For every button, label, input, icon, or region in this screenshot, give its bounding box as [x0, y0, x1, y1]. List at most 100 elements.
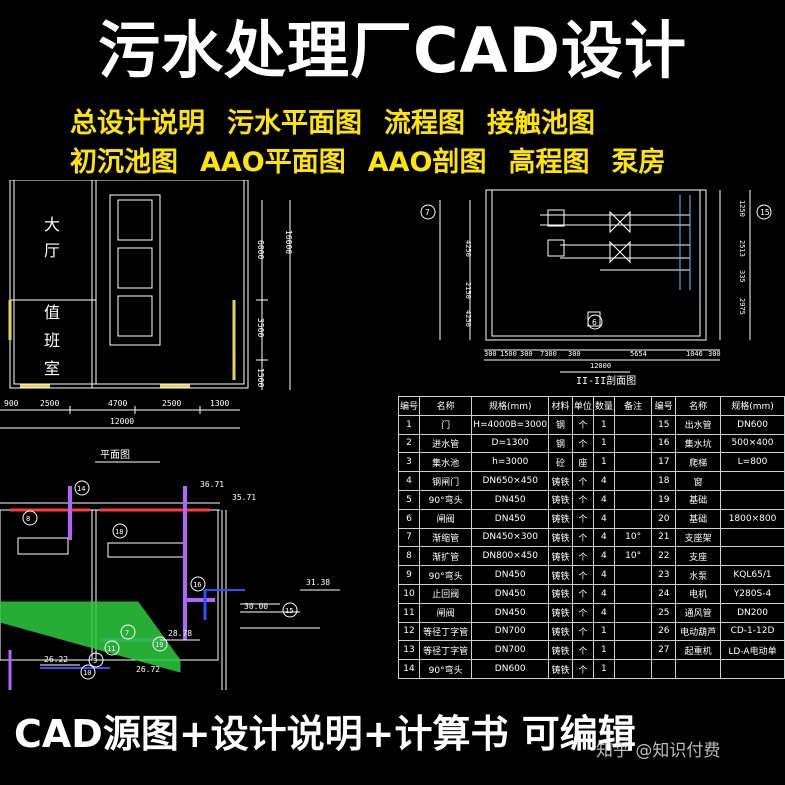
table-cell: 个 — [571, 433, 594, 454]
table-cell: 电动葫芦 — [675, 621, 722, 642]
table-cell: Y280S-4 — [720, 583, 785, 604]
marker-circle — [88, 652, 104, 668]
marker-circle — [756, 204, 772, 220]
marker-circle — [22, 510, 38, 526]
table-cell: 90°弯头 — [419, 659, 473, 679]
table-cell — [720, 471, 785, 491]
table-cell — [613, 583, 653, 604]
profile-marker: 10 — [83, 669, 91, 677]
table-cell: 铸铁 — [548, 565, 573, 585]
table-cell — [720, 489, 785, 510]
table-cell — [613, 659, 653, 679]
table-cell: 闸阀 — [419, 508, 473, 529]
table-cell: 90°弯头 — [419, 565, 473, 585]
section-dim-right: 2975 — [738, 298, 746, 315]
table-cell: 个 — [571, 527, 594, 548]
table-cell: 基础 — [675, 508, 722, 529]
table-header-cell: 名称 — [675, 396, 722, 416]
table-cell: 支座 — [675, 546, 722, 567]
table-cell: 20 — [651, 508, 677, 529]
subtitle-item: AAO平面图 — [200, 147, 346, 178]
section-dim: 300 — [708, 350, 721, 358]
table-cell: DN700 — [471, 621, 550, 642]
table-cell: 铸铁 — [548, 621, 573, 642]
profile-marker: 7 — [125, 629, 129, 637]
table-header-cell: 材料 — [548, 396, 573, 416]
table-cell: 个 — [571, 659, 594, 679]
section-caption: II-II剖面图 — [576, 374, 636, 387]
table-cell: 通风管 — [675, 602, 722, 623]
plan-dim: 2500 — [162, 399, 181, 408]
table-cell: 22 — [651, 546, 677, 567]
table-cell: 闸阀 — [419, 602, 473, 623]
table-cell: 8 — [397, 546, 421, 567]
marker-circle — [120, 624, 136, 640]
cad-drawing-canvas: 大 厅 值 班 室 900 2500 4700 2500 1300 12000 … — [0, 180, 772, 690]
table-cell: DN450 — [471, 508, 550, 529]
table-cell: 门 — [419, 414, 473, 435]
plan-dim-side: 1500 — [256, 368, 265, 387]
table-cell: DN450 — [471, 489, 550, 510]
table-cell: 钢 — [548, 433, 573, 454]
table-header-cell: 名称 — [419, 396, 473, 416]
table-cell: 个 — [571, 414, 594, 435]
plan-dim: 2500 — [40, 399, 59, 408]
table-cell: 水泵 — [675, 565, 722, 585]
subtitle-item: 总设计说明 — [70, 108, 205, 139]
plan-dim-side: 6000 — [256, 240, 265, 259]
section-dim-right: 1250 — [738, 200, 746, 217]
table-cell: 支座架 — [675, 527, 722, 548]
table-cell: 4 — [592, 489, 615, 510]
table-cell: DN600 — [720, 414, 785, 435]
table-header-cell: 规格(mm) — [471, 396, 550, 416]
plan-view — [0, 180, 291, 463]
table-cell: DN450 — [471, 602, 550, 623]
table-cell: 4 — [592, 602, 615, 623]
section-dim: 1046 — [686, 350, 703, 358]
table-cell: D=1300 — [471, 433, 550, 454]
plan-dim: 4700 — [108, 399, 127, 408]
table-cell: 21 — [651, 527, 677, 548]
profile-marker: 18 — [115, 528, 123, 536]
table-cell: 3 — [397, 452, 421, 473]
table-cell: 等径丁字管 — [419, 640, 473, 661]
table-cell — [613, 414, 653, 435]
table-cell: 10° — [613, 546, 653, 567]
plan-dim-side-total: 16000 — [284, 230, 293, 254]
plan-dim-side: 3500 — [256, 318, 265, 337]
table-cell: 个 — [571, 471, 594, 491]
section-dim: 300 — [520, 350, 533, 358]
table-cell — [613, 621, 653, 642]
footer-banner: CAD源图+设计说明+计算书 可编辑 — [14, 712, 636, 756]
table-cell: 铸铁 — [548, 640, 573, 661]
marker-circle — [152, 636, 168, 652]
table-cell — [613, 508, 653, 529]
profile-level: 30.00 — [244, 602, 268, 611]
table-cell: 1 — [592, 433, 615, 454]
table-cell: 1 — [592, 452, 615, 473]
table-cell: 1 — [592, 640, 615, 661]
table-cell: 渐扩管 — [419, 546, 473, 567]
table-cell: 14 — [397, 659, 421, 679]
table-cell: DN800×450 — [471, 546, 550, 567]
table-cell: 铸铁 — [548, 546, 573, 567]
table-cell: DN450 — [471, 583, 550, 604]
table-cell: 爬梯 — [675, 452, 722, 473]
profile-marker: 8 — [26, 515, 30, 523]
table-cell: 1800×800 — [720, 508, 785, 529]
table-cell: 集水池 — [419, 452, 473, 473]
profile-level: 26.22 — [44, 655, 68, 664]
table-cell: 1 — [592, 621, 615, 642]
marker-circle — [587, 314, 603, 330]
table-cell: 铸铁 — [548, 583, 573, 604]
table-cell: 个 — [571, 583, 594, 604]
table-cell: 铸铁 — [548, 659, 573, 679]
subtitle-item: 污水平面图 — [227, 108, 362, 139]
section-dim-total: 12000 — [590, 362, 611, 370]
subtitle-item: 高程图 — [508, 147, 590, 178]
table-cell: 等径丁字管 — [419, 621, 473, 642]
